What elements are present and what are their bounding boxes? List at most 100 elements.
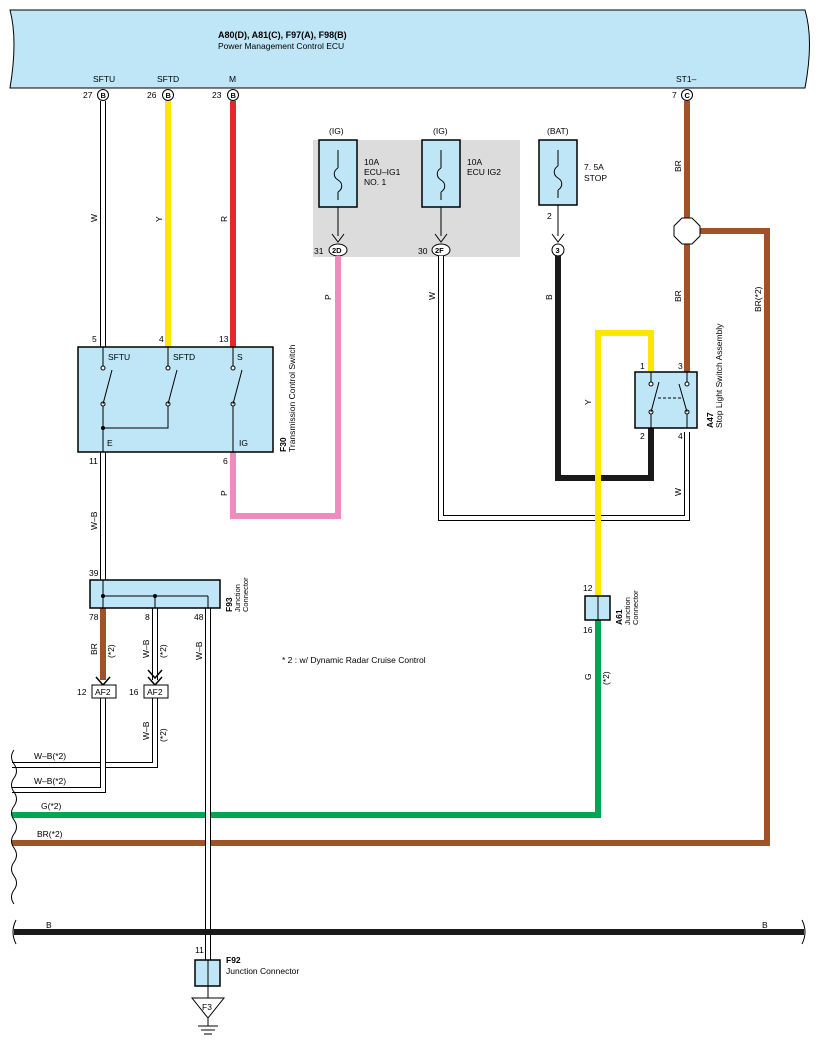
- a47-pin: 3: [678, 361, 683, 371]
- fuse-rating: 7. 5A: [584, 162, 604, 172]
- f93-pin: 48: [194, 612, 204, 622]
- ecu-pin-conn: C: [685, 91, 691, 100]
- f30-name: Transmission Control Switch: [287, 344, 297, 452]
- footnote: * 2 : w/ Dynamic Radar Cruise Control: [282, 655, 426, 665]
- wire-yellow-stop: [595, 330, 654, 596]
- ecu-pin-signal: ST1–: [676, 74, 697, 84]
- fuse-conn: 2D: [332, 246, 342, 255]
- wire-label-y-2: Y: [583, 399, 593, 405]
- f93-pin: 8: [145, 612, 150, 622]
- wire-label-star2-3: (*2): [158, 644, 168, 658]
- fuse-source: (BAT): [547, 126, 569, 136]
- wire-label-g: G: [583, 673, 593, 680]
- wire-label-br2: BR(*2): [753, 286, 763, 312]
- a61-pin: 16: [583, 625, 593, 635]
- f92-code: F92: [226, 955, 241, 965]
- splice-octagon: [673, 217, 701, 245]
- af2-label: AF2: [95, 687, 111, 697]
- output-label: BR(*2): [37, 829, 63, 839]
- wire-label-p-2: P: [219, 490, 229, 496]
- f30-pin: 6: [223, 456, 228, 466]
- a61-name: Junction: [623, 597, 632, 625]
- wire-black-stop: [555, 256, 654, 481]
- fuse-name-2: NO. 1: [364, 177, 386, 187]
- output-label: W–B(*2): [34, 776, 66, 786]
- a47-pin: 1: [640, 361, 645, 371]
- f93-name-2: Connector: [241, 577, 250, 612]
- ground-f3: F3: [190, 997, 226, 1035]
- wire-label-wb-3: W–B: [194, 641, 204, 660]
- a61-code: A61: [614, 609, 624, 625]
- fuse-rating: 10A: [467, 157, 482, 167]
- wire-label-w-2: W: [427, 292, 437, 300]
- fuse-name: ECU–IG1: [364, 167, 401, 177]
- wire-label-br-3: BR: [89, 643, 99, 655]
- ecu-pin-number: 26: [147, 90, 157, 100]
- break-mark-left: [11, 749, 17, 905]
- f30-pin: 5: [92, 334, 97, 344]
- fuse-ecu-ig1: (IG) 10A ECU–IG1 NO. 1 31 2D: [314, 126, 401, 257]
- wire-label-wb-2: W–B: [141, 639, 151, 658]
- wire-pink-ig: [230, 256, 341, 519]
- f30-label: IG: [239, 438, 248, 448]
- wire-brown-branch: [12, 228, 770, 846]
- junction-connector-f92: 11 F92 Junction Connector: [194, 945, 299, 998]
- a47-pin: 4: [678, 431, 683, 441]
- ground-bus-left: B: [46, 920, 52, 930]
- wire-label-b: B: [544, 294, 554, 300]
- output-label: W–B(*2): [34, 751, 66, 761]
- ecu-pin-signal: SFTU: [93, 74, 115, 84]
- wire-label-star2-2: (*2): [106, 644, 116, 658]
- ecu-pin-conn: B: [231, 91, 237, 100]
- fuse-conn: 2F: [435, 246, 444, 255]
- f30-code: F30: [278, 437, 288, 452]
- ground-label: F3: [202, 1002, 212, 1012]
- fuse-rating: 10A: [364, 157, 379, 167]
- a61-pin: 12: [583, 583, 593, 593]
- ecu-pin-number: 23: [212, 90, 222, 100]
- junction-connector-f93: 39 78 8 48 F93 Junction Connector: [89, 568, 250, 622]
- ecu-pin-conn: B: [101, 91, 107, 100]
- ecu-pin-conn: B: [166, 91, 172, 100]
- f30-label: S: [237, 352, 243, 362]
- wire-label-w: W: [89, 214, 99, 222]
- wire-label-w-3: W: [673, 488, 683, 496]
- ground-bus-right: B: [762, 920, 768, 930]
- connector-af2-12: 12 AF2: [77, 684, 117, 699]
- output-label: G(*2): [41, 801, 61, 811]
- af2-pin: 12: [77, 687, 87, 697]
- fuse-pin: 31: [314, 246, 324, 256]
- a47-code: A47: [705, 412, 715, 428]
- fuse-stop: (BAT) 2 7. 5A STOP 3: [538, 126, 607, 257]
- wire-green: [12, 620, 601, 818]
- fuse-source: (IG): [329, 126, 344, 136]
- fuse-source: (IG): [433, 126, 448, 136]
- stop-light-switch: 1 3 2 4 A47 Stop Light Switch Assembly: [634, 323, 724, 441]
- fuse-pin: 30: [418, 246, 428, 256]
- a47-name: Stop Light Switch Assembly: [714, 323, 724, 428]
- f30-pin: 4: [159, 334, 164, 344]
- wire-label-p: P: [323, 294, 333, 300]
- a61-name-2: Connector: [631, 590, 640, 625]
- f30-label: SFTD: [173, 352, 195, 362]
- f93-code: F93: [224, 597, 234, 612]
- connector-af2-16: 16 AF2: [129, 684, 169, 699]
- f93-pin: 39: [89, 568, 99, 578]
- wire-label-star2-4: (*2): [158, 728, 168, 742]
- fuse-conn: 3: [556, 246, 560, 255]
- wire-label-wb: W–B: [89, 511, 99, 530]
- f92-pin: 11: [195, 945, 204, 955]
- wire-label-y: Y: [154, 216, 164, 222]
- ecu-title: A80(D), A81(C), F97(A), F98(B): [218, 30, 347, 40]
- ecu-pin-signal: M: [229, 74, 236, 84]
- wire-label-star2: (*2): [601, 671, 611, 685]
- f30-label: E: [107, 438, 113, 448]
- fuse-pin: 2: [547, 211, 552, 221]
- af2-label: AF2: [147, 687, 163, 697]
- ecu-pin-number: 27: [83, 90, 93, 100]
- f93-pin: 78: [89, 612, 99, 622]
- ecu-pin-number: 7: [672, 90, 677, 100]
- wire-label-r: R: [219, 216, 229, 222]
- fuse-name: ECU IG2: [467, 167, 501, 177]
